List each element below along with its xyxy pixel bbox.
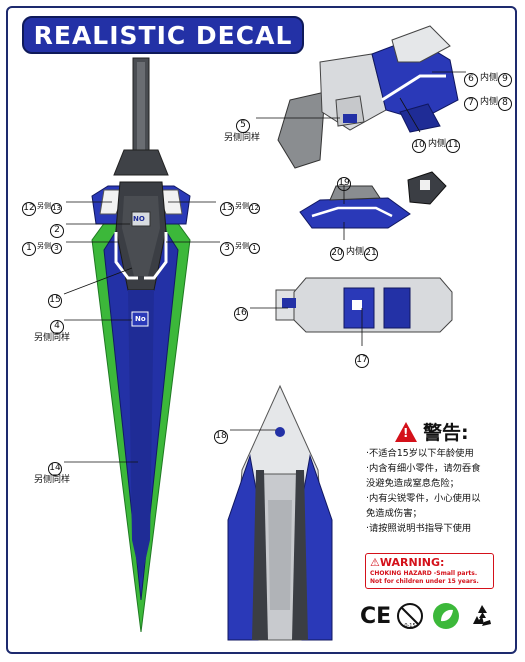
callout-5: 5 — [236, 112, 250, 133]
callout-number: 8 — [498, 96, 513, 111]
age-label: 0-15 — [404, 623, 415, 629]
callout-note: 另侧 — [235, 241, 249, 250]
callout-number: 12 — [22, 201, 36, 216]
callout-number: 1 — [249, 243, 260, 254]
callout-number: 3 — [220, 241, 234, 256]
warning-item: ·内有尖锐零件，小心使用以 — [366, 493, 481, 504]
warning-item: ·不适合15岁以下年龄使用 — [366, 448, 474, 459]
callout-number: 12 — [249, 203, 260, 214]
hazard-line-2: Not for children under 15 years. — [370, 578, 479, 585]
callout-18: 18 — [214, 423, 228, 444]
warning-item: ·请按照说明书指导下使用 — [366, 523, 472, 534]
decal-no-mark: NO — [133, 215, 145, 223]
warning-item: ·内含有细小零件，请勿吞食 — [366, 463, 481, 474]
warning-triangle-icon: ! — [395, 421, 417, 442]
callout-number: 20 — [330, 246, 344, 261]
callout-number: 3 — [51, 243, 62, 254]
callout-number: 6 — [464, 72, 478, 87]
sheet-border — [6, 6, 517, 654]
connector-part — [275, 277, 453, 333]
callout-number: 10 — [412, 138, 426, 153]
warning-header: ! 警告: — [395, 418, 469, 445]
callout-14: 14 — [48, 455, 62, 476]
callout-16: 16 — [234, 300, 248, 321]
hazard-line-1: CHOKING HAZARD -Small parts. — [370, 570, 478, 577]
callout-2: 2 — [50, 217, 64, 238]
callout-number: 14 — [48, 461, 62, 476]
callout-note: 内侧 — [480, 97, 499, 107]
callout-number: 11 — [446, 138, 461, 153]
callout-note: 另侧 — [37, 201, 51, 210]
callout-19: 19 — [337, 170, 351, 191]
callout-17: 17 — [355, 347, 369, 368]
callout-number: 5 — [236, 118, 250, 133]
callout-number: 21 — [364, 246, 379, 261]
age-restriction-icon: 0-15 — [397, 603, 423, 629]
callout-number: 13 — [220, 201, 234, 216]
title-plate: REALISTIC DECAL — [22, 16, 304, 54]
callout-number: 18 — [214, 429, 228, 444]
decal-no-small: No — [135, 315, 146, 323]
warning-list: ·不适合15岁以下年龄使用 ·内含有细小零件，请勿吞食 没避免造成窒息危险； ·… — [366, 446, 516, 536]
callout-4: 4 — [50, 313, 64, 334]
sword-hilt — [113, 57, 169, 176]
callout-15: 15 — [48, 287, 62, 308]
blade-tip-detail — [227, 384, 333, 641]
choking-hazard-box: ⚠WARNING: CHOKING HAZARD -Small parts. N… — [365, 553, 494, 589]
callout-note: 另侧 — [235, 201, 249, 210]
hazard-headline: ⚠WARNING: — [370, 556, 445, 569]
warning-title: 警告: — [423, 422, 469, 444]
thruster-part — [299, 171, 447, 229]
eco-leaf-icon — [433, 603, 459, 629]
callout-note: 另侧 — [37, 241, 51, 250]
shoulder-part — [277, 25, 459, 169]
callout-number: 1 — [22, 241, 36, 256]
callout-number: 7 — [464, 96, 478, 111]
callout-4-note: 另侧同样 — [34, 333, 71, 343]
callout-note: 内侧 — [428, 139, 447, 149]
callout-number: 16 — [234, 306, 248, 321]
callout-number: 4 — [50, 319, 64, 334]
warning-item: 免造成伤害； — [366, 508, 422, 519]
callout-number: 17 — [355, 353, 369, 368]
callout-14-note: 另侧同样 — [34, 475, 71, 485]
leader-lines — [63, 71, 466, 463]
callout-number: 15 — [48, 293, 62, 308]
recycle-icon — [473, 605, 491, 626]
warning-item: 没避免造成窒息危险； — [366, 478, 459, 489]
ce-mark-icon: CE — [360, 604, 392, 629]
callout-number: 2 — [50, 223, 64, 238]
callout-note: 内侧 — [346, 247, 365, 257]
callout-5-note: 另侧同样 — [224, 133, 261, 143]
callout-number: 19 — [337, 176, 351, 191]
callout-number: 13 — [51, 203, 62, 214]
callout-number: 9 — [498, 72, 513, 87]
callout-note: 内侧 — [480, 73, 499, 83]
sheet-title: REALISTIC DECAL — [33, 20, 293, 50]
